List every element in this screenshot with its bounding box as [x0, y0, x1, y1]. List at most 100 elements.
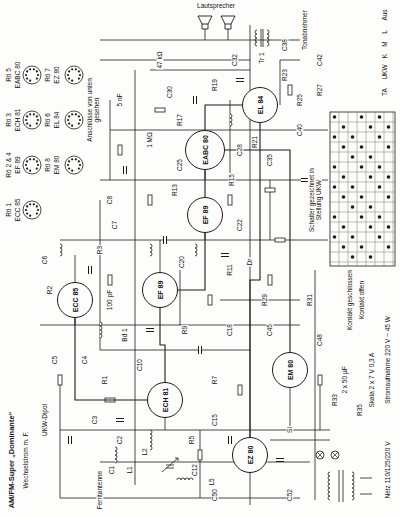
capacitor-symbol [68, 436, 72, 444]
capacitor-symbol [236, 78, 244, 82]
note-label: L [381, 29, 388, 35]
tube-type: EL 84 [257, 96, 264, 115]
component-label: R11 [226, 263, 233, 276]
component-label: R29 [261, 293, 268, 307]
component-label: C1 [108, 465, 115, 475]
tube-symbol: EF 89 [187, 197, 223, 233]
component-label: Tr 1 [258, 51, 265, 64]
note-label: Kontakt geschlossen [346, 269, 353, 331]
component-label: C35 [266, 153, 273, 167]
tube-symbol: EM 80 [272, 352, 308, 388]
component-label: R13 [171, 183, 178, 197]
component-label: C8 [106, 195, 113, 205]
coil-symbol [60, 244, 62, 256]
tube-symbol: EZ 80 [232, 437, 268, 473]
signal-wire [75, 318, 147, 400]
component-label: C15 [211, 413, 218, 427]
resistor-symbol [265, 188, 275, 192]
capacitor-symbol [228, 436, 232, 444]
component-label: L5 [208, 477, 215, 486]
tube-type: EM 80 [287, 360, 294, 380]
note-label: Skala 2 x 7 V 0,3 A [368, 352, 375, 409]
capacitor-symbol [276, 458, 284, 462]
component-label: C5 [51, 355, 58, 365]
resistor-symbol [198, 450, 202, 460]
coil-symbol [150, 430, 152, 450]
power-transformer [328, 470, 372, 502]
component-label: C25 [176, 158, 183, 172]
component-label: 47 kΩ [156, 50, 163, 69]
note-label: Anschlüsse von unten gesehen [86, 74, 100, 146]
tube-type: EZ 80 [247, 446, 254, 465]
component-label: Bd 1 [121, 327, 128, 342]
component-label: C52 [286, 488, 293, 502]
wire [100, 350, 250, 351]
capacitor-symbol [193, 96, 197, 104]
resistor-symbol [118, 145, 122, 155]
wire [320, 380, 321, 430]
wire [270, 440, 330, 441]
tube-type: EF 89 [202, 206, 209, 225]
wire [220, 300, 300, 301]
signal-wire [178, 233, 205, 290]
resistor-symbol [208, 295, 212, 305]
output-transformer [255, 29, 269, 47]
note-label: TA [381, 87, 388, 97]
component-label: 5 nF [116, 92, 123, 107]
tube-legend-label: Rö 6 [44, 112, 51, 128]
tube-legend-label: ECH 81 [14, 108, 21, 133]
component-label: C50 [211, 488, 218, 502]
component-label: R3 [96, 245, 103, 255]
note-label: Ferritantenne [96, 470, 103, 511]
wire [180, 270, 181, 325]
resistor-symbol [108, 275, 112, 285]
speaker-symbol [221, 16, 235, 29]
note-label: Netz 110/125/220 V [384, 441, 391, 500]
wire [135, 70, 136, 485]
pilot-lamp [316, 451, 324, 459]
tube-legend-label: ECC 85 [14, 198, 21, 223]
component-label: C6 [41, 255, 48, 265]
component-label: R35 [356, 403, 363, 417]
component-label: R1 [101, 375, 108, 385]
component-label: C18 [226, 323, 233, 337]
wire [100, 180, 328, 181]
tube-socket-diagram [65, 111, 83, 129]
wire [160, 240, 161, 272]
pilot-lamp-filament [317, 452, 323, 458]
component-label: C10 [136, 358, 143, 372]
tube-legend-label: EL 84 [53, 111, 60, 130]
wire [230, 100, 231, 180]
tube-symbol: ECC 85 [57, 282, 93, 318]
tube-symbol: ECH 81 [147, 382, 183, 418]
tube-type: EABC 80 [202, 135, 209, 165]
tube-socket-diagram [23, 201, 41, 219]
note-label: Lautsprecher [196, 2, 236, 9]
tube-legend-label: Rö 5 [5, 67, 12, 83]
capacitor-symbol [116, 418, 124, 422]
component-label: C3 [91, 415, 98, 425]
wire [165, 418, 166, 430]
note-label: Kontakt offen [358, 280, 365, 320]
note-label: Stromaufnahme 220 V ~ 45 W [384, 315, 391, 405]
signal-wire [160, 308, 165, 382]
resistor-symbol [268, 275, 272, 285]
note-label: M [381, 40, 388, 47]
component-label: C38 [281, 38, 288, 52]
note-label: Schalter gezeichnet in Stellung UKW [308, 164, 322, 236]
signal-wire [205, 105, 242, 130]
coil-symbol [230, 114, 232, 126]
component-label: R15 [228, 173, 235, 187]
tube-legend-label: Rö 3 [5, 112, 12, 128]
coil-symbol [150, 244, 152, 256]
pilot-lamp [331, 451, 339, 459]
signal-wire [225, 150, 290, 352]
component-label: 2 x 50 µF [341, 365, 348, 394]
speaker-symbol [198, 16, 212, 29]
tube-legend-label: Rö 1 [5, 202, 12, 218]
component-label: R17 [176, 113, 183, 127]
component-label: R31 [306, 293, 313, 307]
tube-socket-diagram [65, 156, 83, 174]
component-label: Dr [246, 258, 253, 267]
component-label: C4 [81, 355, 88, 365]
